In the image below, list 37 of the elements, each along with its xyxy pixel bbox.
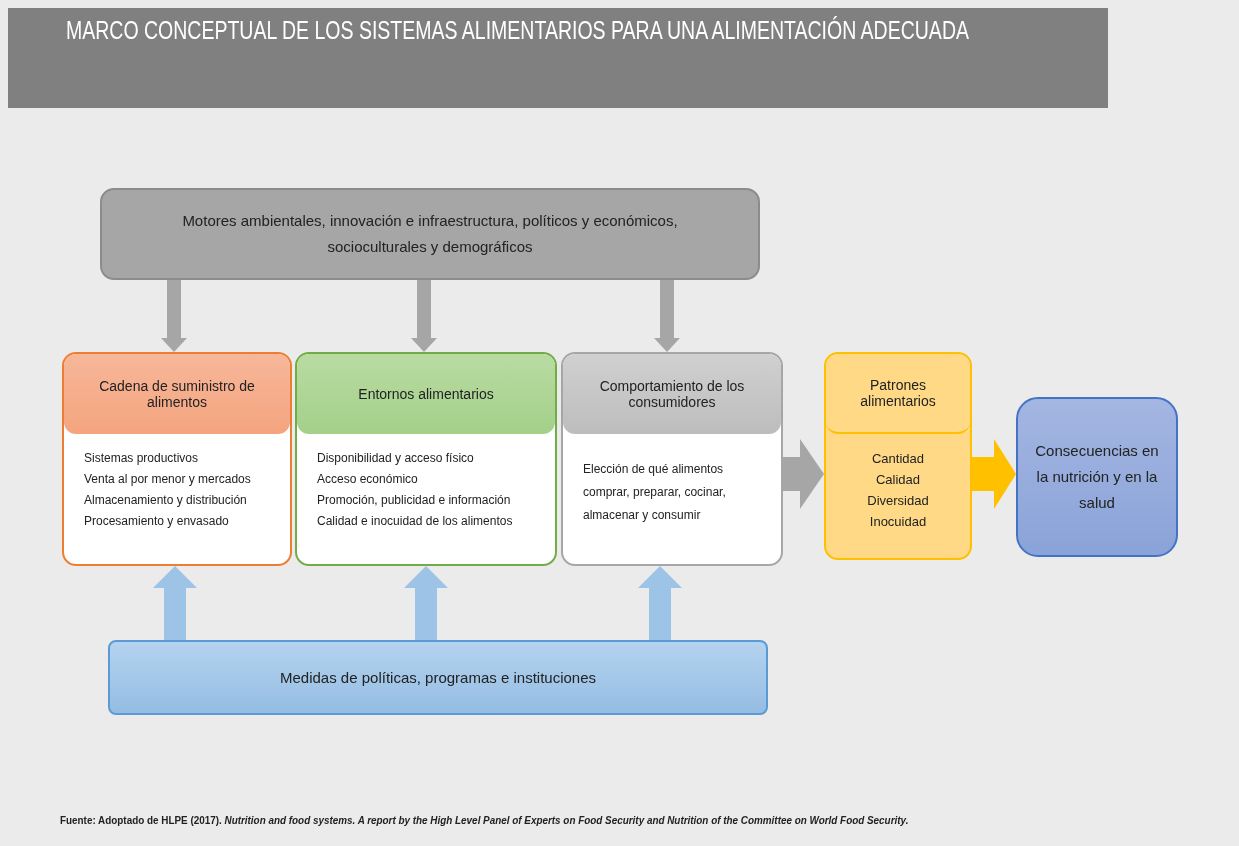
block-arrow bbox=[153, 566, 197, 640]
drivers-box bbox=[100, 188, 760, 280]
list-item: Procesamiento y envasado bbox=[84, 513, 229, 530]
block-arrow bbox=[783, 439, 824, 509]
food-environment-card bbox=[295, 352, 557, 566]
card-body-text: Elección de qué alimentos comprar, preparar, cocinar, almacenar y consumir bbox=[583, 461, 727, 524]
list-item: Cantidad bbox=[871, 450, 924, 468]
list-item: Acceso económico bbox=[317, 471, 418, 488]
list-item: Calidad e inocuidad de los alimentos bbox=[317, 513, 513, 530]
consumer-behaviour-card bbox=[561, 352, 783, 566]
block-arrow bbox=[411, 280, 437, 352]
box-label: Medidas de políticas, programas e instituciones bbox=[280, 667, 596, 688]
card-heading: Cadena de suministro de alimentos bbox=[98, 378, 256, 410]
source-caption: Fuente: Adoptado de HLPE (2017). Nutrition and food systems. A report by the High Level Panel of Experts on Food Security and Nutrition of the Committee on World Food Security. bbox=[60, 814, 909, 826]
title: MARCO CONCEPTUAL DE LOS SISTEMAS ALIMENTARIOS PARA UNA ALIMENTACIÓN ADECUADA bbox=[66, 16, 969, 45]
list-item: Calidad bbox=[875, 471, 921, 489]
list-item: Almacenamiento y distribución bbox=[84, 492, 247, 509]
box-label: Motores ambientales, innovación e infraestructura, políticos y económicos, socioculturales y demográficos bbox=[181, 211, 679, 257]
box-label: Consecuencias en la nutrición y en la salud bbox=[1034, 441, 1160, 513]
card-heading: Entornos alimentarios bbox=[358, 386, 494, 402]
supply-chain-card bbox=[62, 352, 292, 566]
list-item: Disponibilidad y acceso físico bbox=[317, 450, 474, 467]
block-arrow bbox=[972, 439, 1016, 509]
list-item: Inocuidad bbox=[869, 513, 927, 531]
list-item: Venta al por menor y mercados bbox=[84, 471, 251, 488]
card-heading: Comportamiento de los consumidores bbox=[598, 378, 746, 410]
list-item: Promoción, publicidad e información bbox=[317, 492, 511, 509]
list-item: Sistemas productivos bbox=[84, 450, 199, 467]
block-arrow bbox=[654, 280, 680, 352]
block-arrow bbox=[404, 566, 448, 640]
dietary-patterns-card bbox=[824, 352, 972, 560]
outcomes-box bbox=[1016, 397, 1178, 557]
policy-box bbox=[108, 640, 768, 715]
card-heading: Patrones alimentarios bbox=[859, 377, 937, 409]
list-item: Diversidad bbox=[867, 492, 929, 510]
block-arrow bbox=[161, 280, 187, 352]
block-arrow bbox=[638, 566, 682, 640]
